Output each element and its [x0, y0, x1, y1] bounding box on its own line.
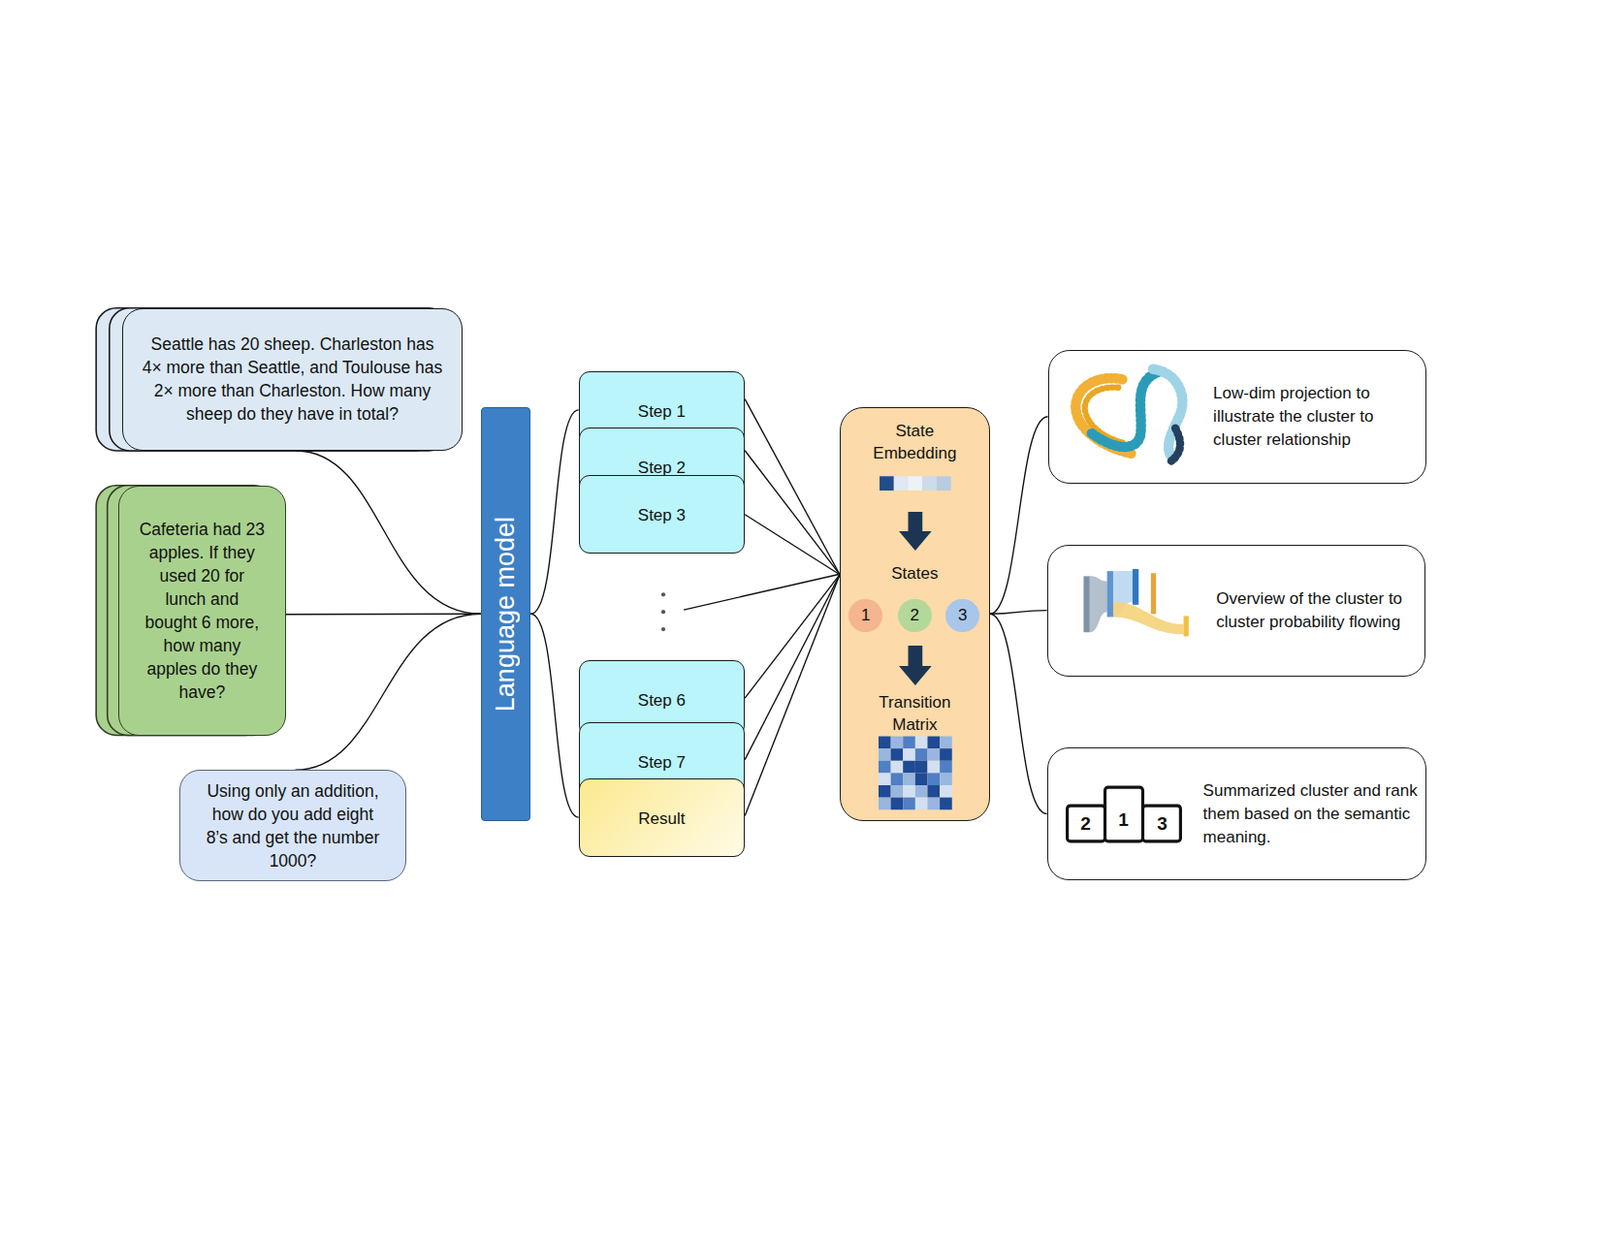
connector [530, 410, 578, 614]
connector [744, 575, 840, 817]
connector [294, 613, 480, 770]
language-model-bar: Language model [480, 407, 532, 822]
node-text: Low-dim projection to illustrate the clu… [1213, 382, 1409, 452]
connector [295, 450, 481, 614]
connector-line [295, 450, 481, 614]
node-text: Step 2 [638, 458, 686, 478]
connector-line [990, 416, 1049, 615]
node-text: Result [638, 809, 685, 829]
connector [990, 416, 1049, 615]
connector-line [744, 575, 840, 817]
connector [286, 613, 481, 615]
node-text: Step 1 [638, 402, 686, 421]
ellipsis-dot [661, 609, 666, 614]
node-text: 3 [958, 606, 967, 626]
output-box: Overview of the cluster to cluster proba… [1047, 544, 1426, 677]
rank-number: 1 [1118, 810, 1129, 831]
question-box: Using only an addition, how do you add e… [179, 769, 407, 882]
connector [744, 399, 840, 576]
connector-line [530, 613, 578, 818]
state-panel: State EmbeddingStatesTransition Matrix 1 2… [839, 407, 991, 822]
ellipsis-dot [661, 592, 666, 597]
connector-line [990, 610, 1048, 615]
state-circle: 2 [897, 599, 932, 634]
question-box: Seattle has 20 sheep. Charleston has 4× … [122, 308, 462, 451]
connector [744, 514, 840, 576]
state-circle: 3 [945, 599, 980, 634]
connector [530, 613, 578, 818]
ellipsis-dot [661, 627, 666, 632]
connector [990, 613, 1048, 814]
connector [744, 450, 840, 576]
node-text: Step 7 [638, 753, 686, 772]
node-text: Step 3 [638, 506, 686, 525]
node-text: Seattle has 20 sheep. Charleston has 4× … [141, 332, 443, 426]
panel-text: State Embedding [869, 419, 960, 465]
panel-text: States [869, 562, 960, 585]
state-circle: 1 [848, 599, 883, 634]
connector-line [530, 410, 578, 614]
ellipsis-connector [683, 574, 840, 610]
panel-text: Transition Matrix [869, 691, 960, 736]
node-text: Summarized cluster and rank them based o… [1203, 779, 1420, 850]
node-text: Cafeteria had 23 apples. If they used 20… [137, 517, 267, 704]
connector-line [294, 613, 480, 770]
connector [744, 575, 840, 761]
connector-line [286, 613, 481, 616]
ellipsis-dots [661, 592, 666, 632]
connector [744, 575, 840, 699]
output-box: Low-dim projection to illustrate the clu… [1048, 350, 1427, 484]
node-text: Language model [490, 516, 521, 712]
node-text: Using only an addition, how do you add e… [202, 779, 383, 873]
node-text: Overview of the cluster to cluster proba… [1216, 587, 1416, 635]
connector [990, 610, 1048, 615]
node-text: Step 6 [638, 691, 686, 710]
result-box: Result [578, 778, 746, 858]
rank-number: 3 [1156, 814, 1168, 834]
connector-line [744, 514, 840, 576]
connector-line [744, 450, 840, 576]
node-text: 1 [861, 606, 870, 626]
connector-line [990, 613, 1048, 814]
connector-line [744, 575, 840, 699]
connector-line [744, 399, 840, 576]
connector-line [744, 575, 840, 761]
question-box: Cafeteria had 23 apples. If they used 20… [118, 485, 287, 736]
rank-number: 2 [1080, 814, 1091, 834]
step-box: Step 3 [578, 475, 746, 554]
output-box: Summarized cluster and rank them based o… [1047, 747, 1427, 881]
node-text: 2 [910, 606, 920, 626]
